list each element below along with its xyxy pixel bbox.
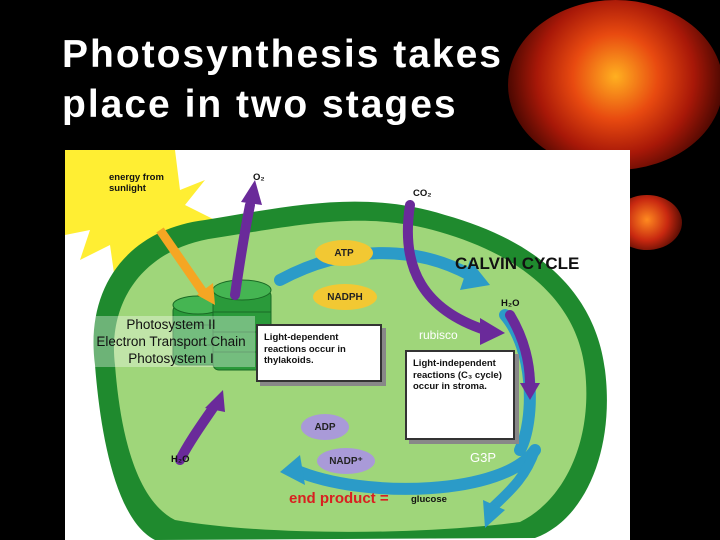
o2-label: O₂ xyxy=(253,172,265,183)
arrow-head-bottom xyxy=(280,455,305,485)
energy-from-sunlight-label: energy from sunlight xyxy=(109,172,164,194)
slide-title: Photosynthesis takes place in two stages xyxy=(62,30,622,130)
photosystem-ii-label: Photosystem II xyxy=(126,317,216,332)
g3p-label: G3P xyxy=(470,450,497,465)
h2o-right-arrow-head xyxy=(520,383,540,400)
light-independent-box: Light-independent reactions (C₃ cycle) o… xyxy=(405,350,515,440)
nadph-pill: NADPH xyxy=(313,284,377,310)
h2o-left-arrow-head xyxy=(205,390,225,412)
decorative-swirl-large xyxy=(508,0,720,170)
atp-pill: ATP xyxy=(315,240,373,266)
nadp-pill: NADP⁺ xyxy=(317,448,375,474)
glucose-label: glucose xyxy=(411,494,447,505)
photosynthesis-diagram: energy from sunlight O₂ CO₂ CALVIN CYCLE… xyxy=(65,150,630,540)
h2o-right-label: H₂O xyxy=(501,298,520,309)
title-line-1: Photosynthesis takes xyxy=(62,33,503,76)
end-product-label: end product = xyxy=(289,490,389,507)
rubisco-label: rubisco xyxy=(419,328,458,342)
sunlight-arrow xyxy=(156,227,209,298)
etc-label: Electron Transport Chain xyxy=(96,334,246,349)
co2-label: CO₂ xyxy=(413,188,432,199)
light-dependent-box: Light-dependent reactions occur in thyla… xyxy=(256,324,382,382)
photosystem-i-label: Photosystem I xyxy=(128,351,214,366)
calvin-cycle-label: CALVIN CYCLE xyxy=(455,254,580,273)
h2o-left-label: H₂O xyxy=(171,454,190,465)
o2-arrow-head xyxy=(241,180,262,205)
photosystem-labels: Photosystem II Electron Transport Chain … xyxy=(87,316,255,367)
co2-arrow-head xyxy=(480,318,505,345)
title-line-2: place in two stages xyxy=(62,83,458,126)
adp-pill: ADP xyxy=(301,414,349,440)
arrow-head-top xyxy=(460,260,490,290)
